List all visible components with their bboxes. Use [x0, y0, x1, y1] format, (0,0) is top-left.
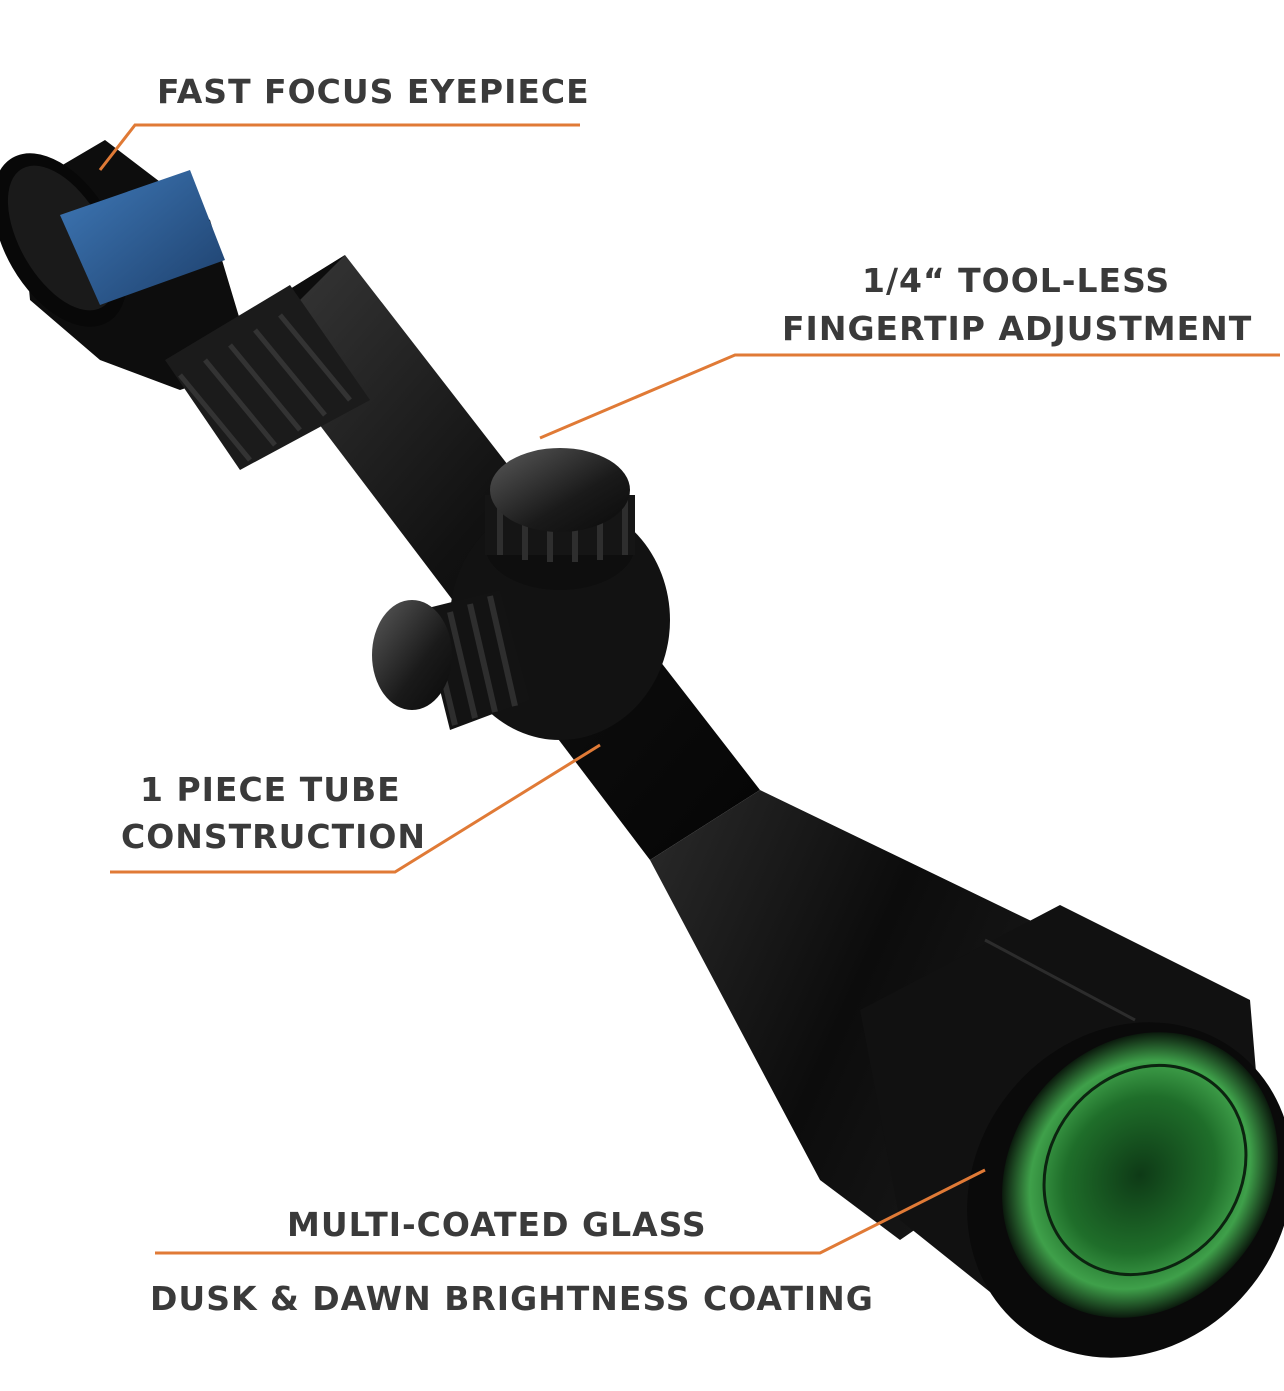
elevation-turret [485, 448, 635, 590]
callout-fast-focus-eyepiece: FAST FOCUS EYEPIECE [157, 72, 590, 111]
power-ring [165, 285, 370, 470]
leader-line-adjustment [539, 353, 1280, 440]
objective-lens [967, 1022, 1284, 1358]
callout-multi-coated-glass: MULTI-COATED GLASS [287, 1205, 707, 1244]
callout-one-piece-tube: 1 PIECE TUBE [140, 770, 401, 809]
leader-line-tube [110, 743, 601, 874]
callout-construction: CONSTRUCTION [121, 817, 427, 856]
leader-lines [98, 123, 1280, 1255]
callout-tool-less-line1: 1/4“ TOOL-LESS [862, 261, 1171, 300]
callout-fingertip-adjustment: FINGERTIP ADJUSTMENT [782, 309, 1253, 348]
leader-line-eyepiece [98, 123, 580, 171]
windage-turret [372, 590, 530, 730]
callout-dusk-dawn-coating: DUSK & DAWN BRIGHTNESS COATING [150, 1279, 874, 1318]
leader-line-glass [155, 1168, 986, 1255]
